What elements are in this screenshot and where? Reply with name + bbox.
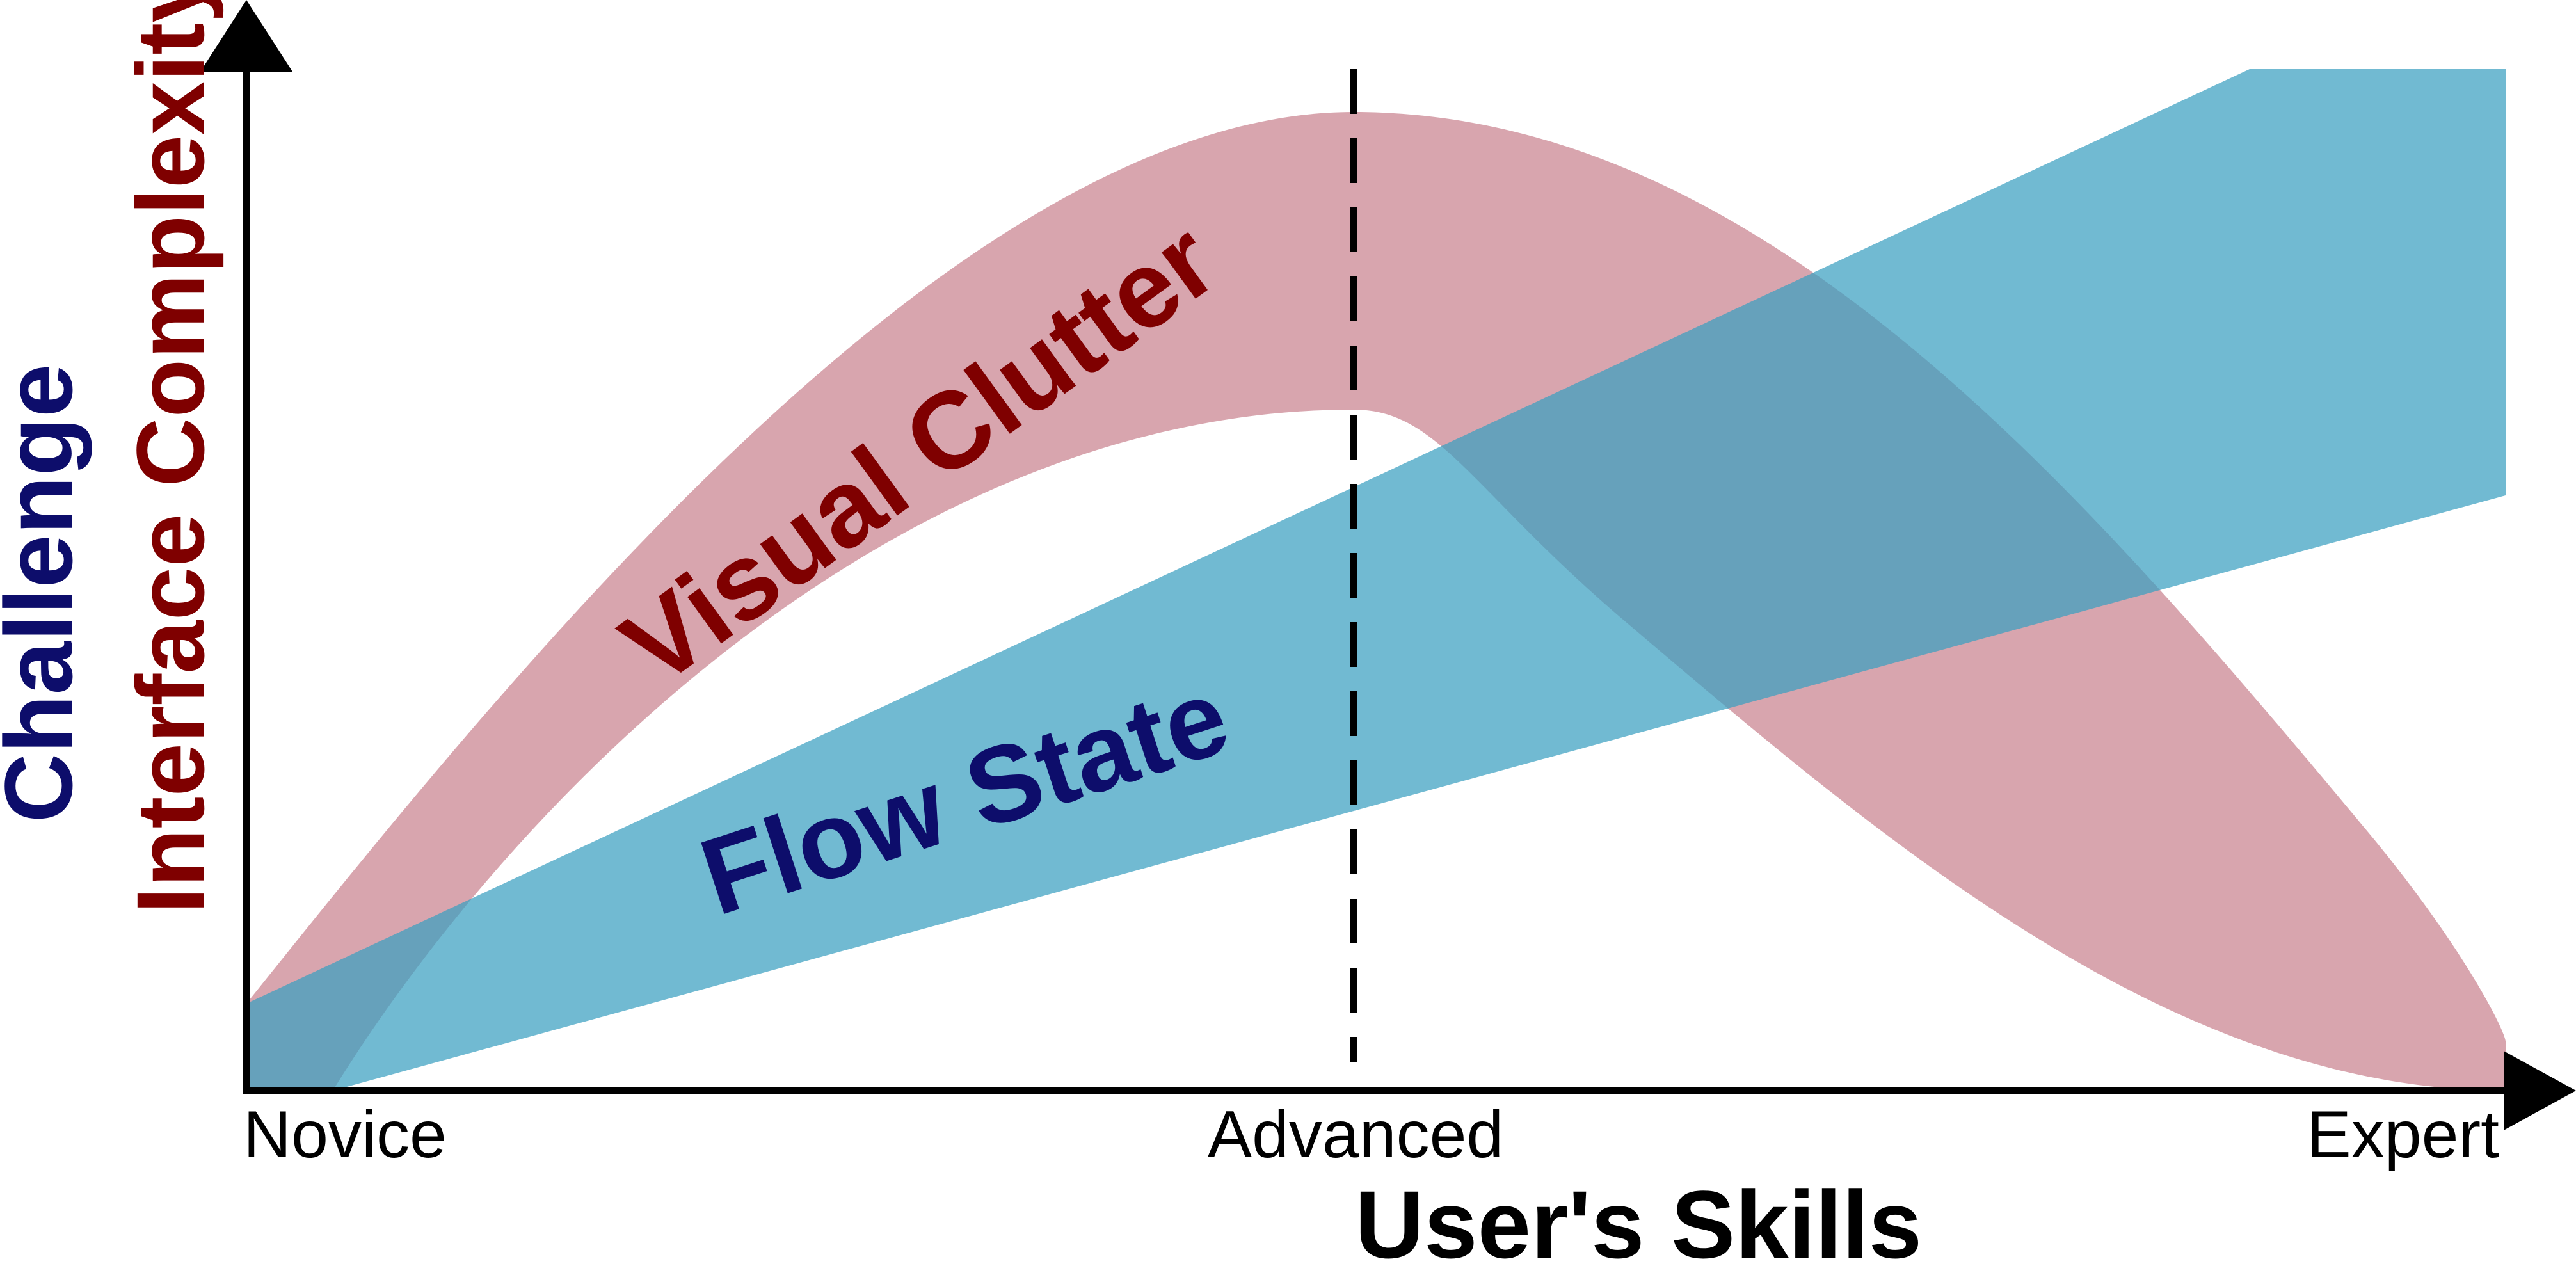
x-axis-title: User's Skills (1355, 1171, 1922, 1266)
y-axis-title-interface-complexity: Interface Complexity (116, 0, 224, 914)
tick-label-advanced: Advanced (1208, 1098, 1504, 1172)
visual-clutter-band (246, 112, 2506, 1091)
x-axis-arrowhead (2504, 1051, 2576, 1130)
y-axis-title-challenge: Challenge (0, 364, 92, 823)
flow-state-band (246, 69, 2506, 1091)
tick-label-expert: Expert (2307, 1098, 2499, 1172)
y-axis-arrowhead (200, 0, 292, 72)
tick-label-novice: Novice (243, 1098, 447, 1172)
